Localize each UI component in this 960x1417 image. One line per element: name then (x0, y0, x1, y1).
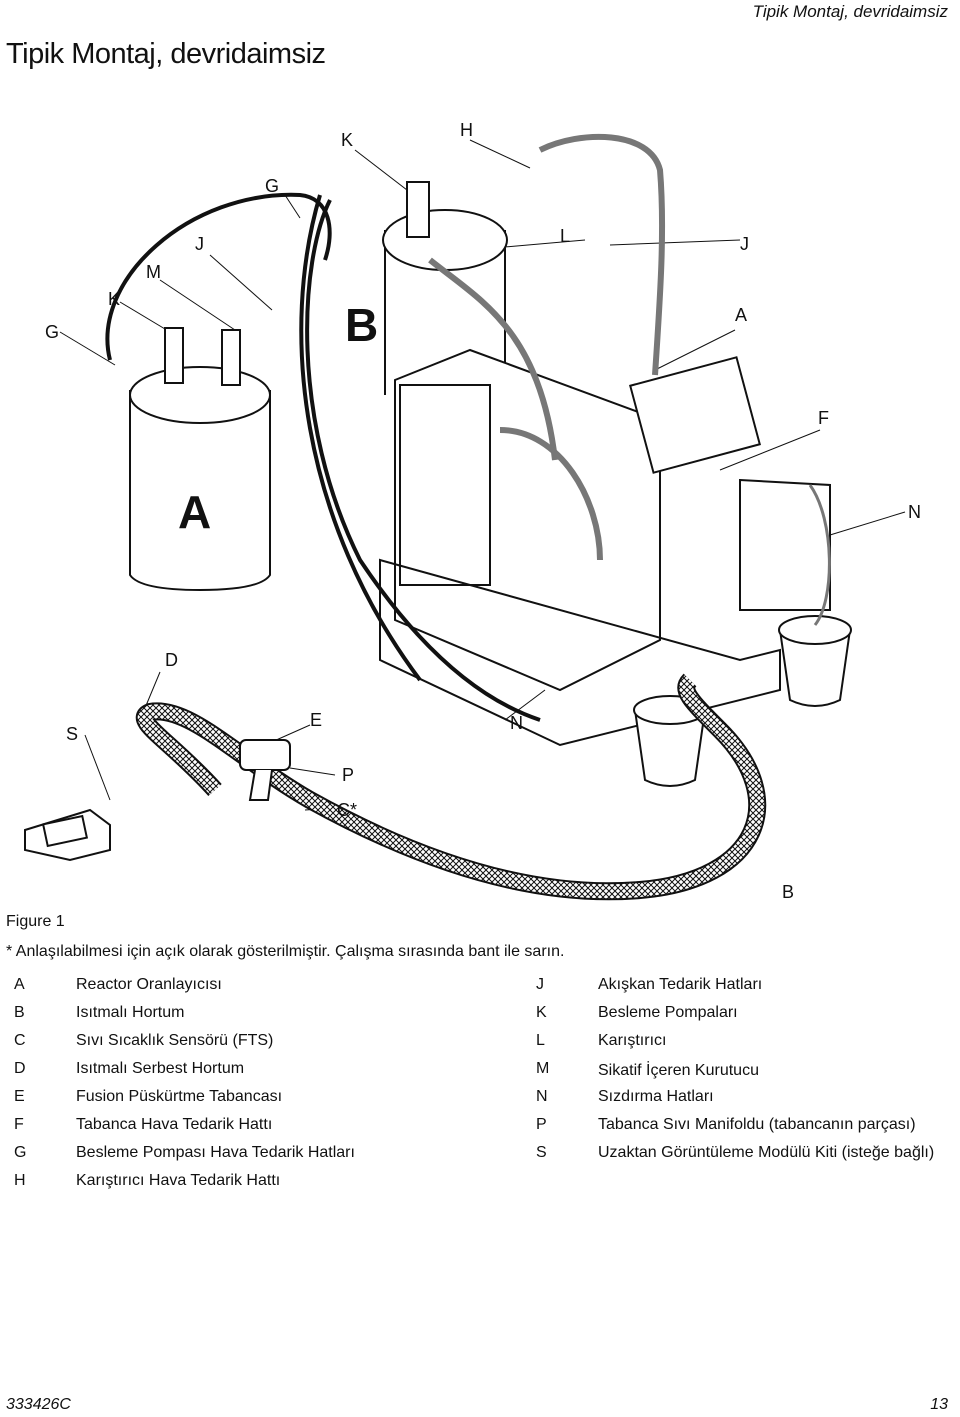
legend-desc: Tabanca Sıvı Manifoldu (tabancanın parça… (598, 1116, 916, 1133)
legend-key: P (536, 1116, 547, 1133)
figure-1: K H G J L J M K G B A F A N D S E N P C*… (0, 110, 960, 910)
legend-key: N (536, 1088, 548, 1105)
legend-key: L (536, 1032, 545, 1049)
legend-key: A (14, 976, 25, 993)
page-number: 13 (930, 1396, 948, 1413)
callout-b-barrel: B (345, 299, 379, 351)
legend-desc: Karıştırıcı (598, 1032, 667, 1049)
callout-j-left: J (195, 234, 204, 254)
callout-g-left: G (45, 322, 60, 342)
callout-k-top: K (341, 130, 354, 150)
legend-desc: Isıtmalı Serbest Hortum (76, 1060, 245, 1077)
callout-s: S (66, 724, 79, 744)
running-head: Tipik Montaj, devridaimsiz (752, 2, 948, 21)
callout-j-right: J (740, 234, 749, 254)
legend-key: D (14, 1060, 26, 1077)
legend-desc: Sızdırma Hatları (598, 1088, 714, 1105)
legend-desc: Akışkan Tedarik Hatları (598, 976, 763, 993)
legend-desc: Isıtmalı Hortum (76, 1004, 185, 1021)
document-number: 333426C (6, 1396, 71, 1413)
legend-key: G (14, 1144, 27, 1161)
legend-key: M (536, 1060, 550, 1077)
callout-c: C* (337, 800, 358, 820)
legend-desc: Karıştırıcı Hava Tedarik Hattı (76, 1172, 281, 1189)
callout-g-top: G (265, 176, 280, 196)
legend-desc: Reactor Oranlayıcısı (76, 976, 222, 993)
legend-key: B (14, 1004, 25, 1021)
callout-k-left: K (108, 289, 121, 309)
legend-key: F (14, 1116, 24, 1133)
callout-e: E (310, 710, 323, 730)
callout-d: D (165, 650, 178, 670)
legend-desc: Sıvı Sıcaklık Sensörü (FTS) (76, 1032, 274, 1049)
callout-f: F (818, 408, 829, 428)
figure-caption: Figure 1 (6, 913, 65, 930)
callout-n-bottom: N (510, 713, 523, 733)
legend-desc: Tabanca Hava Tedarik Hattı (76, 1116, 273, 1133)
page-title: Tipik Montaj, devridaimsiz (6, 38, 326, 70)
legend-key: C (14, 1032, 26, 1049)
legend-key: J (536, 976, 544, 993)
installation-illustration (24, 133, 906, 901)
legend-desc: Fusion Püskürtme Tabancası (76, 1088, 283, 1105)
callout-h: H (460, 120, 473, 140)
figure-note: * Anlaşılabilmesi için açık olarak göste… (6, 943, 565, 960)
legend-key: S (536, 1144, 547, 1161)
callout-a-right: A (735, 305, 748, 325)
legend-key: E (14, 1088, 25, 1105)
callout-n-right: N (908, 502, 921, 522)
callout-m: M (146, 262, 161, 282)
legend-desc: Besleme Pompaları (598, 1004, 738, 1021)
legend-desc: Uzaktan Görüntüleme Modülü Kiti (isteğe … (598, 1144, 935, 1161)
legend-key: H (14, 1172, 26, 1189)
legend-desc: Sikatif İçeren Kurutucu (598, 1062, 759, 1079)
callout-p: P (342, 765, 355, 785)
callout-a-barrel: A (178, 486, 212, 538)
legend-desc: Besleme Pompası Hava Tedarik Hatları (76, 1144, 355, 1161)
callout-l: L (560, 226, 571, 246)
callout-b-bottom: B (782, 882, 795, 902)
legend-key: K (536, 1004, 547, 1021)
